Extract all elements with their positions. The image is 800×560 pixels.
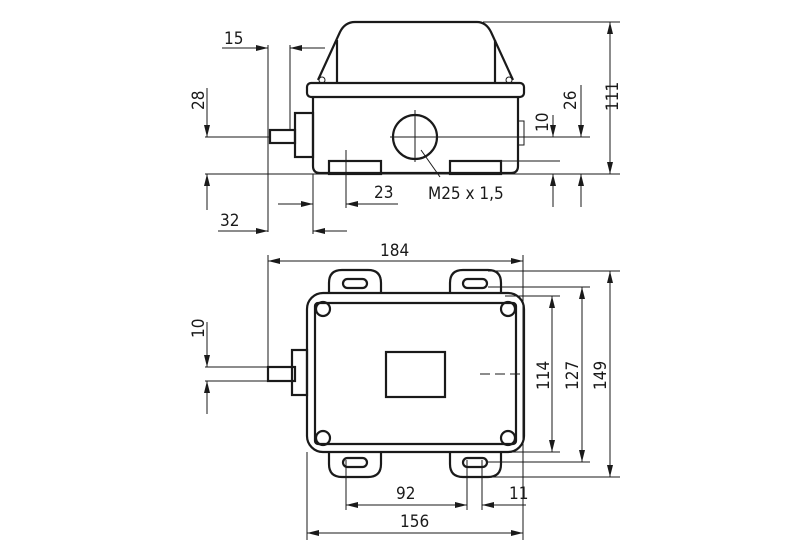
cover-dome	[317, 20, 514, 81]
label-window	[384, 350, 447, 399]
dim-28: 28	[189, 91, 209, 110]
shaft-gland-top	[290, 348, 309, 397]
screw-icon	[499, 300, 517, 318]
housing-body	[311, 97, 520, 175]
dim-26: 26	[561, 91, 581, 110]
dim-10-top: 10	[189, 319, 209, 338]
dim-127: 127	[563, 361, 583, 390]
ear-bottom-right	[448, 452, 503, 479]
dim-11: 11	[509, 484, 528, 504]
dim-23: 23	[374, 183, 393, 203]
actuator-shaft-top	[266, 365, 297, 383]
dim-184: 184	[380, 241, 409, 261]
ear-top-left	[327, 268, 383, 293]
dim-156: 156	[400, 512, 429, 532]
dim-149: 149	[591, 361, 611, 390]
thread-label: M25 x 1,5	[428, 184, 504, 204]
dim-15: 15	[224, 29, 243, 49]
side-view: 111 26 10 28 15 23 32 M25 x 1,5	[189, 20, 623, 234]
ear-top-right	[448, 268, 503, 293]
lid-band	[305, 81, 526, 99]
actuator-shaft	[268, 128, 297, 145]
dim-114: 114	[534, 361, 554, 390]
screw-icon	[314, 429, 332, 447]
top-view: 184 10 114 127 149 92 11 156	[189, 241, 620, 540]
shaft-gland	[293, 111, 315, 159]
dim-92: 92	[396, 484, 415, 504]
ear-bottom-left	[327, 452, 383, 479]
screw-icon	[314, 300, 332, 318]
screw-icon	[499, 429, 517, 447]
dim-32: 32	[220, 211, 239, 231]
dim-111: 111	[603, 82, 623, 111]
dim-10-side: 10	[533, 113, 553, 132]
housing-outline	[305, 291, 526, 454]
